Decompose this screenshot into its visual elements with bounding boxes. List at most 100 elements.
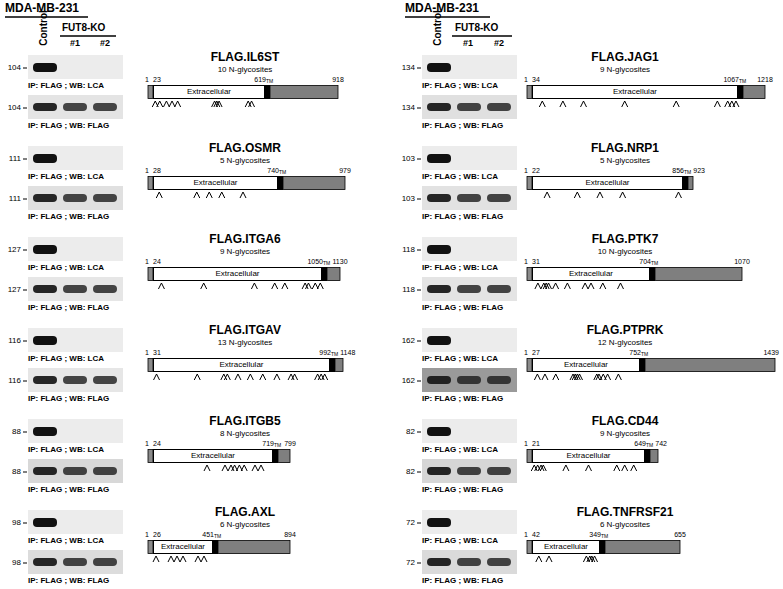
residue-number: 27	[532, 349, 540, 356]
blot-band	[427, 467, 451, 475]
residue-number: 23	[153, 76, 161, 83]
residue-number: 24	[153, 440, 161, 447]
blot-band	[457, 285, 481, 293]
glycosite-marker	[163, 101, 169, 107]
glycosite-marker	[733, 101, 739, 107]
blot-strip	[422, 237, 517, 261]
mw-tick	[417, 250, 421, 251]
blot-band	[457, 194, 481, 202]
cytoplasmic-domain	[278, 450, 290, 463]
domain-label: Extracellular	[564, 361, 608, 369]
residue-number: 1	[145, 167, 149, 174]
blot-band	[33, 558, 57, 566]
glycosite-marker	[574, 192, 580, 198]
glycosite-marker	[305, 283, 311, 289]
residue-number: 1	[145, 76, 149, 83]
mw-marker: 103	[402, 195, 415, 203]
residue-number: 31	[153, 349, 161, 356]
tm-subscript: TM	[641, 352, 648, 357]
blot-band	[63, 376, 87, 384]
mw-tick	[23, 250, 27, 251]
mw-marker: 127	[8, 286, 21, 294]
glycosite-count: 10 N-glycosites	[598, 248, 653, 256]
residue-number: 1218	[757, 76, 773, 83]
residue-number: 1130	[332, 258, 347, 265]
blot-strip	[28, 510, 123, 534]
glycosite-count: 10 N-glycosites	[218, 66, 273, 74]
extracellular-domain: Extracellular	[532, 267, 650, 281]
glycosite-marker	[631, 465, 637, 471]
tm-subscript: TM	[684, 170, 691, 175]
blot-band	[457, 376, 481, 384]
blot-strip	[422, 186, 517, 210]
glycosite-marker	[174, 556, 180, 562]
transmembrane-segment	[600, 540, 605, 554]
blot-band	[33, 285, 57, 293]
glycosite-marker	[292, 374, 298, 380]
blot-caption: IP: FLAG ; WB: LCA	[422, 355, 498, 363]
glycosite-count: 9 N-glycosites	[600, 66, 650, 74]
blot-band	[33, 63, 57, 72]
residue-number: 1	[145, 531, 149, 538]
residue-number: 894	[284, 531, 296, 538]
mw-marker: 72	[406, 519, 415, 527]
transmembrane-segment	[265, 85, 270, 99]
mw-tick	[23, 523, 27, 524]
mw-tick	[417, 432, 421, 433]
residue-number: 649	[634, 440, 646, 447]
mw-tick	[417, 472, 421, 473]
blot-strip	[422, 550, 517, 574]
mw-marker: 127	[8, 246, 21, 254]
residue-number: 26	[153, 531, 161, 538]
cytoplasmic-domain	[605, 541, 680, 554]
extracellular-domain: Extracellular	[153, 85, 265, 99]
mw-marker: 134	[402, 104, 415, 112]
blot-caption: IP: FLAG ; WB: FLAG	[28, 304, 109, 312]
mw-tick	[23, 563, 27, 564]
blot-band	[427, 154, 451, 163]
mw-marker: 82	[406, 468, 415, 476]
blot-strip	[422, 55, 517, 79]
residue-number: 1148	[340, 349, 355, 356]
transmembrane-segment	[640, 358, 645, 372]
glycosite-marker	[272, 283, 278, 289]
transmembrane-segment	[738, 85, 743, 99]
residue-number: 799	[284, 440, 296, 447]
glycosite-count: 9 N-glycosites	[600, 430, 650, 438]
residue-number: 22	[532, 167, 540, 174]
blot-band	[33, 245, 57, 254]
extracellular-domain: Extracellular	[532, 540, 600, 554]
tm-subscript: TM	[651, 261, 658, 266]
blot-band	[93, 194, 117, 202]
extracellular-domain: Extracellular	[532, 358, 640, 372]
glycosite-marker	[219, 192, 225, 198]
glycosite-marker	[235, 374, 241, 380]
mw-marker: 118	[402, 286, 415, 294]
glycosite-marker	[622, 465, 628, 471]
blot-caption: IP: FLAG ; WB: LCA	[28, 173, 104, 181]
glycosite-marker	[180, 556, 186, 562]
tm-subscript: TM	[646, 443, 653, 448]
glycosite-count: 9 N-glycosites	[220, 248, 270, 256]
cytoplasmic-domain	[283, 177, 345, 190]
glycosite-marker	[577, 374, 583, 380]
cytoplasmic-domain	[743, 86, 765, 99]
blot-band	[33, 376, 57, 384]
glycosite-count: 8 N-glycosites	[220, 430, 270, 438]
tm-subscript: TM	[279, 170, 286, 175]
glycosite-marker	[168, 556, 174, 562]
underline	[452, 35, 512, 36]
residue-number: 1	[145, 258, 149, 265]
blot-caption: IP: FLAG ; WB: FLAG	[28, 122, 109, 130]
glycosite-marker	[153, 556, 159, 562]
residue-number: 655	[674, 531, 686, 538]
domain-label: Extracellular	[613, 88, 657, 96]
blot-strip	[28, 277, 123, 301]
blot-band	[63, 103, 87, 111]
glycosite-marker	[274, 374, 280, 380]
blot-caption: IP: FLAG ; WB: LCA	[28, 355, 104, 363]
glycosite-marker	[251, 283, 257, 289]
glycosite-marker	[169, 101, 175, 107]
glycosite-marker	[241, 465, 247, 471]
glycosite-marker	[564, 283, 570, 289]
